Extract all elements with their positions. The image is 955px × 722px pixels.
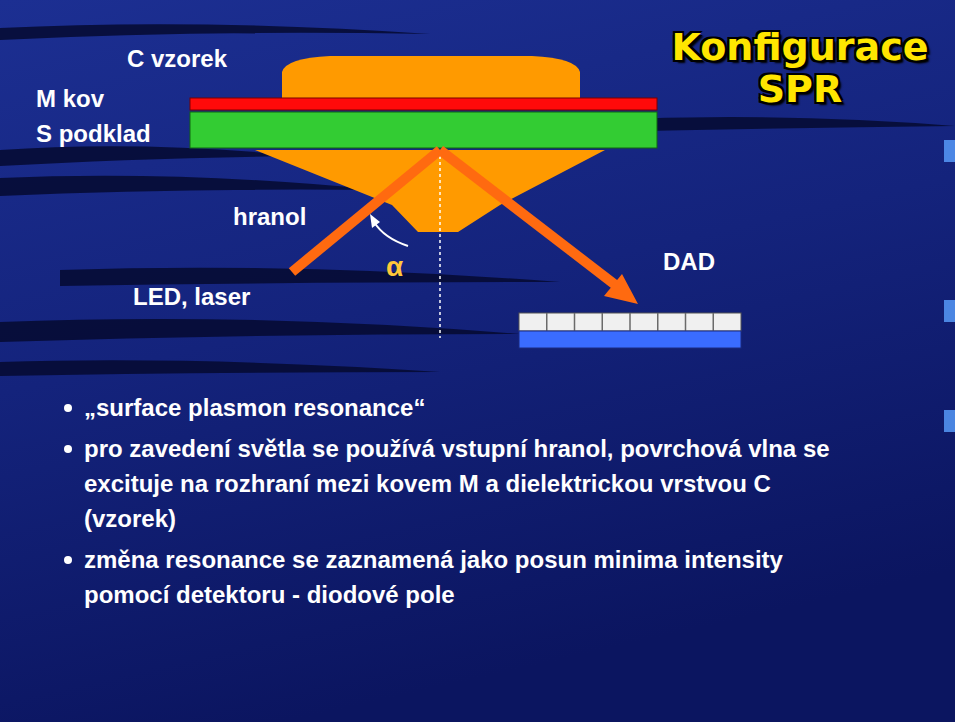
diode-cell [713, 313, 715, 331]
diode-array [519, 313, 741, 348]
normal-line [439, 150, 441, 338]
light-rays [292, 150, 618, 287]
part-label: M kov [36, 84, 104, 114]
substrate-layer [190, 112, 657, 148]
bullet-dot [64, 556, 72, 564]
diode-cell [602, 313, 604, 331]
angle-arc [374, 222, 408, 246]
sample-layer [282, 56, 580, 98]
bullet-dot [64, 404, 72, 412]
diode-cell [629, 313, 631, 331]
diode-cell [657, 313, 659, 331]
source-label: LED, laser [133, 282, 250, 312]
slide-title: Konfigurace SPR [665, 26, 935, 110]
bullet-dot [64, 445, 72, 453]
arrow-head [604, 274, 638, 304]
diode-cell [574, 313, 576, 331]
diode-cell [546, 313, 548, 331]
bullet-text: pro zavedení světla se používá vstupní h… [84, 431, 844, 536]
part-label: S podklad [36, 119, 151, 149]
edge-marks [944, 140, 955, 432]
bullet-text: změna resonance se zaznamená jako posun … [84, 542, 844, 612]
part-label: hranol [233, 202, 306, 232]
part-label: C vzorek [127, 44, 227, 74]
angle-arrow [370, 214, 380, 228]
bullet-text: „surface plasmon resonance“ [84, 390, 844, 425]
metal-layer [190, 98, 657, 110]
detector-label: DAD [663, 247, 715, 277]
diode-cell [685, 313, 687, 331]
angle-symbol: α [386, 252, 403, 282]
dark-streaks [0, 24, 955, 376]
